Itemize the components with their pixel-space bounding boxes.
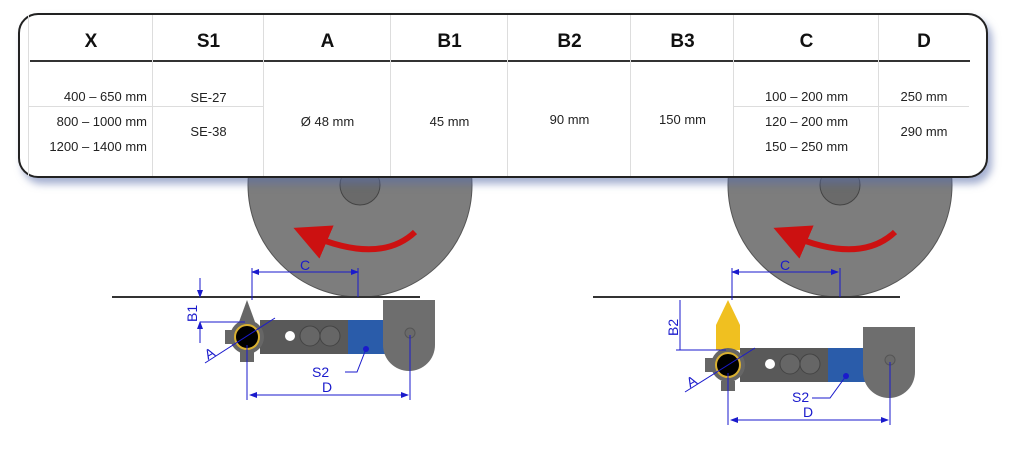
column-x: X 400 – 650 mm 800 – 1000 mm 1200 – 1400… <box>28 15 153 176</box>
column-b1: B1 45 mm <box>390 15 508 176</box>
label-s2: S2 <box>312 364 329 380</box>
cell: 100 – 200 mm <box>764 89 849 104</box>
label-d: D <box>322 379 332 395</box>
label-c: C <box>300 257 310 273</box>
header-c: C <box>799 31 814 52</box>
column-b2: B2 90 mm <box>507 15 631 176</box>
header-b2: B2 <box>557 31 582 52</box>
cell: 120 – 200 mm <box>764 114 849 129</box>
rotation-arrow <box>293 225 418 259</box>
label-b2: B2 <box>665 319 681 336</box>
cell: 800 – 1000 mm <box>56 114 147 129</box>
cell: 150 mm <box>659 112 706 127</box>
cell: 400 – 650 mm <box>63 89 147 104</box>
column-c: C 100 – 200 mm 120 – 200 mm 150 – 250 mm <box>733 15 879 176</box>
cell: 90 mm <box>549 112 590 127</box>
cell: Ø 48 mm <box>300 114 355 129</box>
header-b1: B1 <box>437 31 462 52</box>
cell: 290 mm <box>900 124 948 139</box>
header-d: D <box>917 31 931 52</box>
cell: 1200 – 1400 mm <box>49 139 147 154</box>
header-x: X <box>84 31 98 52</box>
header-s1: S1 <box>196 31 221 52</box>
header-b3: B3 <box>670 31 695 52</box>
column-a: A Ø 48 mm <box>263 15 391 176</box>
cell: 150 – 250 mm <box>764 139 849 154</box>
column-s1: S1 SE-27 SE-38 <box>152 15 264 176</box>
label-s2: S2 <box>792 389 809 405</box>
cell: 45 mm <box>429 114 470 129</box>
label-b1: B1 <box>184 305 200 322</box>
column-d: D 250 mm 290 mm <box>878 15 969 176</box>
label-a: A <box>684 372 701 391</box>
dimensions-table: X 400 – 650 mm 800 – 1000 mm 1200 – 1400… <box>18 13 988 178</box>
label-a: A <box>202 344 219 363</box>
rotation-arrow <box>773 225 898 259</box>
cell: SE-27 <box>190 90 227 105</box>
cell: SE-38 <box>190 124 227 139</box>
column-b3: B3 150 mm <box>630 15 734 176</box>
header-a: A <box>320 31 335 52</box>
label-d: D <box>803 404 813 420</box>
label-c: C <box>780 257 790 273</box>
cell: 250 mm <box>900 89 948 104</box>
